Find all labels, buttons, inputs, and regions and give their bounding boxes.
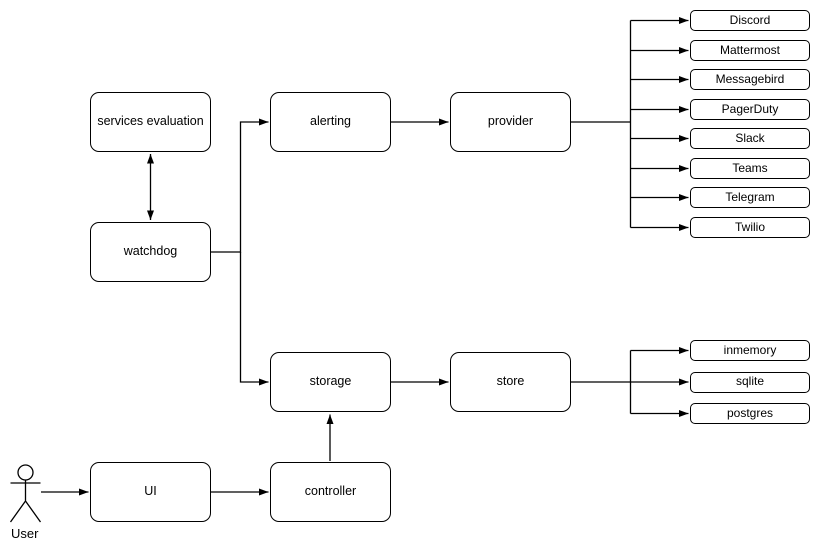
provider-target-pagerduty: PagerDuty bbox=[690, 99, 810, 120]
provider-target-teams: Teams bbox=[690, 158, 810, 179]
user-actor-icon bbox=[9, 464, 42, 523]
node-ui: UI bbox=[90, 462, 211, 522]
store-target-inmemory: inmemory bbox=[690, 340, 810, 361]
node-provider: provider bbox=[450, 92, 571, 152]
node-alerting: alerting bbox=[270, 92, 391, 152]
provider-target-messagebird: Messagebird bbox=[690, 69, 810, 90]
node-storage: storage bbox=[270, 352, 391, 412]
node-controller: controller bbox=[270, 462, 391, 522]
provider-target-mattermost: Mattermost bbox=[690, 40, 810, 61]
node-store: store bbox=[450, 352, 571, 412]
store-target-postgres: postgres bbox=[690, 403, 810, 424]
node-services-evaluation: services evaluation bbox=[90, 92, 211, 152]
provider-target-telegram: Telegram bbox=[690, 187, 810, 208]
provider-target-discord: Discord bbox=[690, 10, 810, 31]
node-watchdog: watchdog bbox=[90, 222, 211, 282]
edge-watchdog-alerting bbox=[211, 118, 269, 253]
provider-target-twilio: Twilio bbox=[690, 217, 810, 238]
provider-target-slack: Slack bbox=[690, 128, 810, 149]
edge-watchdog-storage bbox=[239, 252, 269, 386]
store-target-sqlite: sqlite bbox=[690, 371, 810, 393]
user-actor-label: User bbox=[11, 526, 39, 541]
